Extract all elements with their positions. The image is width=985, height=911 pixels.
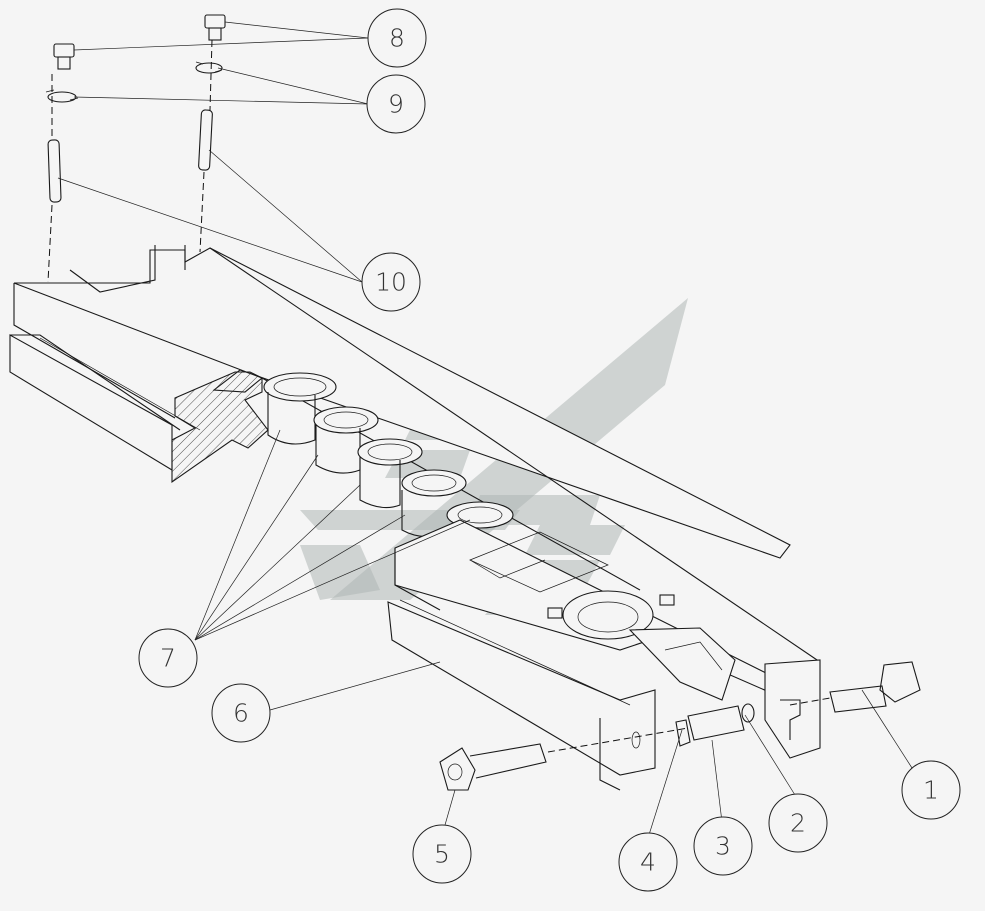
balloon-5: 5 bbox=[412, 824, 472, 884]
right-jaw bbox=[387, 519, 821, 791]
balloon-2: 2 bbox=[768, 793, 828, 853]
balloon-8-label: 8 bbox=[389, 24, 405, 53]
balloon-5-label: 5 bbox=[434, 840, 450, 869]
balloon-9: 9 bbox=[366, 74, 426, 134]
dowel-pins bbox=[47, 109, 213, 203]
balloon-1-label: 1 bbox=[923, 776, 939, 805]
balloon-6: 6 bbox=[211, 683, 271, 743]
balloon-10: 10 bbox=[361, 252, 421, 312]
balloon-4-label: 4 bbox=[640, 848, 656, 877]
balloon-3: 3 bbox=[693, 816, 753, 876]
leader-lines bbox=[57, 21, 913, 839]
bushings bbox=[263, 372, 514, 538]
balloon-4: 4 bbox=[618, 832, 678, 892]
balloon-10-label: 10 bbox=[375, 268, 407, 297]
balloon-6-label: 6 bbox=[233, 699, 249, 728]
hardware-parts bbox=[47, 39, 921, 791]
balloon-3-label: 3 bbox=[715, 832, 731, 861]
balloon-9-label: 9 bbox=[388, 90, 404, 119]
left-block bbox=[9, 245, 821, 663]
balloon-8: 8 bbox=[367, 8, 427, 68]
balloon-7: 7 bbox=[138, 628, 198, 688]
screws-washers bbox=[45, 14, 226, 103]
balloon-1: 1 bbox=[901, 760, 961, 820]
balloon-2-label: 2 bbox=[790, 809, 806, 838]
balloon-7-label: 7 bbox=[160, 644, 176, 673]
